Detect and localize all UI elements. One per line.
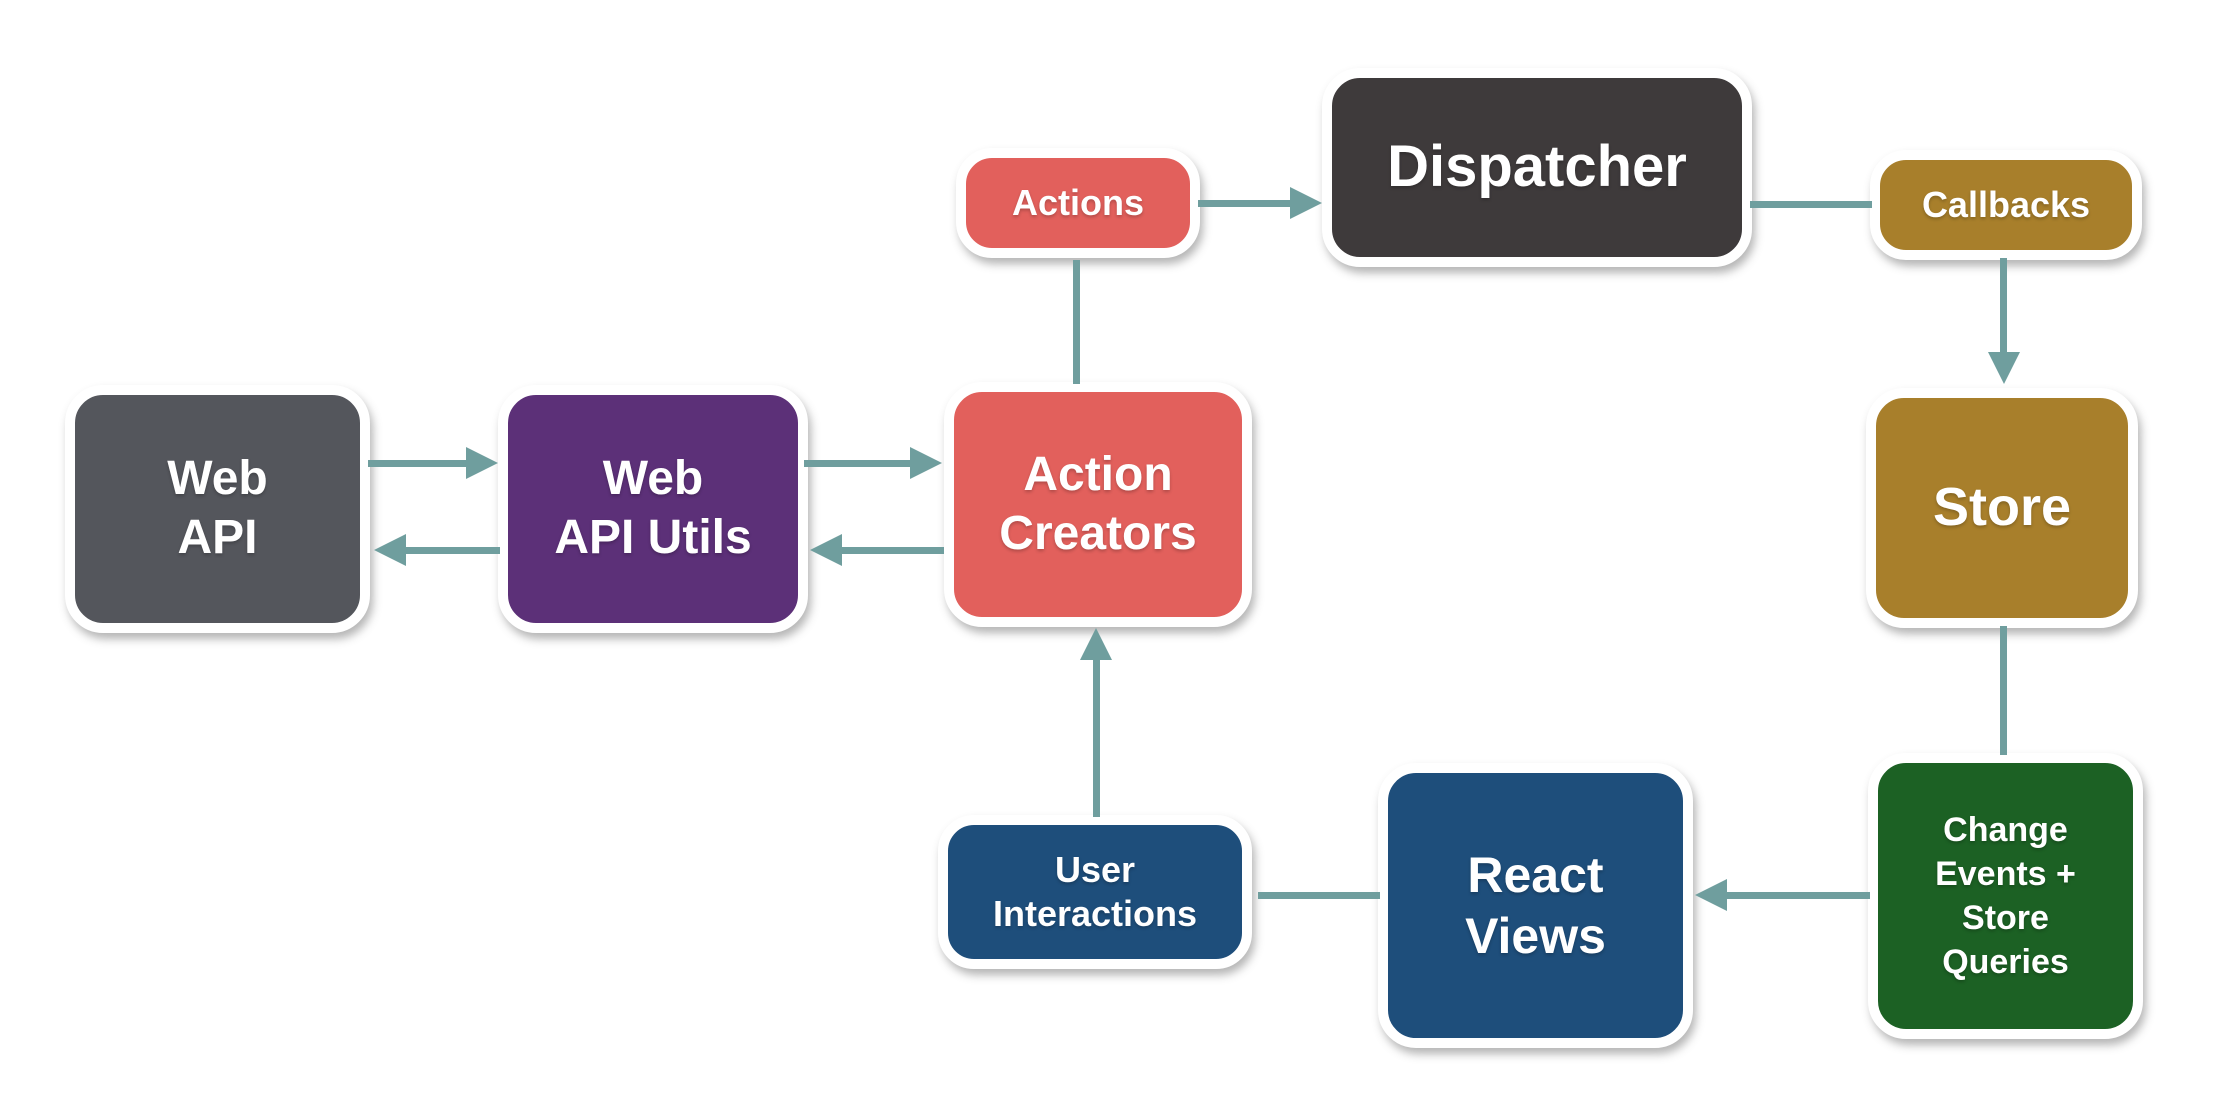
node-react-views-label: React Views xyxy=(1465,846,1606,964)
connector-dispatcher-to-callbacks xyxy=(1750,201,1872,208)
arrowhead-down-icon xyxy=(1988,352,2020,384)
node-user-interactions: User Interactions xyxy=(938,815,1252,969)
connector-user-interactions-to-action-creators xyxy=(1093,658,1100,817)
node-web-api: Web API xyxy=(65,385,370,633)
node-web-api-utils-label: Web API Utils xyxy=(554,452,752,564)
connector-action-creators-to-utils xyxy=(840,547,944,554)
connector-web-api-to-utils xyxy=(368,460,468,467)
node-action-creators: Action Creators xyxy=(944,382,1252,627)
node-store-label: Store xyxy=(1932,477,2072,538)
connector-utils-to-action-creators xyxy=(804,460,912,467)
connector-callbacks-to-store xyxy=(2000,258,2007,354)
arrowhead-left-icon xyxy=(1695,879,1727,911)
arrowhead-right-icon xyxy=(910,447,942,479)
node-web-api-utils: Web API Utils xyxy=(498,385,808,633)
connector-react-views-to-user-interactions xyxy=(1258,892,1380,899)
connector-store-to-change-events xyxy=(2000,626,2007,755)
connector-actions-to-dispatcher xyxy=(1198,200,1292,207)
arrowhead-right-icon xyxy=(1290,187,1322,219)
node-actions-label: Actions xyxy=(1011,182,1144,224)
node-store: Store xyxy=(1866,388,2138,628)
connector-utils-to-web-api xyxy=(404,547,500,554)
arrowhead-left-icon xyxy=(810,534,842,566)
node-action-creators-label: Action Creators xyxy=(999,447,1197,560)
connector-action-creators-to-actions xyxy=(1073,260,1080,384)
node-dispatcher: Dispatcher xyxy=(1322,68,1752,267)
node-web-api-label: Web API xyxy=(167,452,268,564)
node-user-interactions-label: User Interactions xyxy=(992,849,1198,934)
arrowhead-left-icon xyxy=(374,534,406,566)
node-react-views: React Views xyxy=(1378,763,1693,1048)
node-change-events-label: Change Events + Store Queries xyxy=(1935,810,2076,982)
node-change-events-store-queries: Change Events + Store Queries xyxy=(1868,753,2143,1039)
connector-change-events-to-react-views xyxy=(1725,892,1870,899)
node-dispatcher-label: Dispatcher xyxy=(1387,134,1687,200)
arrowhead-right-icon xyxy=(466,447,498,479)
node-callbacks-label: Callbacks xyxy=(1921,184,2091,226)
node-actions: Actions xyxy=(956,148,1200,258)
node-callbacks: Callbacks xyxy=(1870,150,2142,260)
arrowhead-up-icon xyxy=(1080,628,1112,660)
